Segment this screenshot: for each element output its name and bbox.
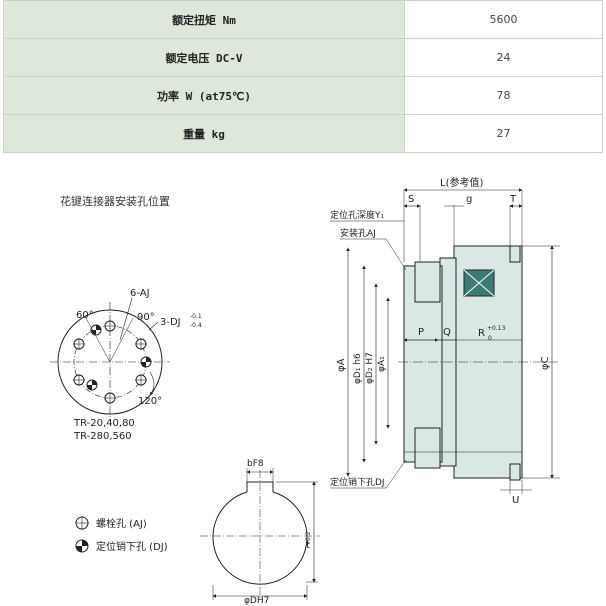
bolt-hole-icon: [135, 374, 147, 386]
brake-section-view: L(参考值) S g T 定位孔深度Y₁ 安装孔AJ P Q R +0.13 0…: [330, 176, 560, 506]
shaft-outline: [212, 481, 308, 585]
label-6aj: 6-AJ: [130, 288, 150, 299]
pin-hole-icon: [90, 324, 102, 336]
table-row: 额定扭矩 Nm 5600: [3, 0, 603, 39]
spec-label-torque: 额定扭矩 Nm: [3, 0, 405, 39]
spec-label-weight: 重量 kg: [3, 114, 405, 153]
spec-value-voltage: 24: [404, 38, 603, 77]
table-row: 额定电压 DC-V 24: [3, 38, 603, 77]
dim-phi-D2: φD₂ H7: [365, 352, 375, 384]
shaft-keyway-diagram: bF8 t +0.2 φDH7: [200, 459, 320, 606]
dim-bf8: bF8: [247, 459, 264, 469]
dim-phi-A: φA: [336, 358, 347, 372]
dim-Q: Q: [443, 327, 451, 338]
spec-value-weight: 27: [404, 114, 603, 153]
dim-g: g: [466, 194, 472, 205]
dim-U: U: [512, 495, 519, 506]
pin-hole-icon: [86, 379, 98, 391]
dim-pin-hole: 定位销下孔DJ: [330, 476, 385, 488]
dim-t: t: [306, 540, 310, 551]
label-3dj: 3-DJ: [160, 317, 181, 328]
dim-L: L(参考值): [440, 176, 483, 189]
spline-hole-title: 花键连接器安装孔位置: [60, 195, 170, 208]
hub-lower: [414, 427, 441, 469]
technical-drawing: 6-AJ 3-DJ -0.1 -0.4 60° 90° 120° TR-20,4…: [50, 176, 560, 606]
hub: [414, 261, 441, 303]
dim-P: P: [418, 327, 424, 338]
legend: 螺栓孔 (AJ) 定位销下孔 (DJ): [75, 516, 168, 553]
bolt-hole-icon: [73, 374, 85, 386]
dim-mount-hole: 安装孔AJ: [340, 227, 376, 239]
models-line-2: TR-280,560: [73, 431, 132, 442]
legend-bolt: 螺栓孔 (AJ): [96, 517, 147, 530]
dim-phi-C: φC: [540, 356, 551, 370]
spec-label-voltage: 额定电压 DC-V: [3, 38, 405, 77]
bolt-hole-icon: [104, 392, 116, 404]
dim-R-sub: 0: [488, 335, 492, 342]
spec-value-torque: 5600: [404, 0, 603, 39]
end-cap-top: [509, 245, 521, 263]
spec-value-power: 78: [404, 76, 603, 115]
table-row: 重量 kg 27: [3, 114, 603, 153]
models-line-1: TR-20,40,80: [73, 418, 135, 429]
angle-60: 60°: [76, 310, 94, 321]
dim-R-tol: +0.13: [487, 325, 506, 332]
bolt-hole-icon: [73, 338, 85, 350]
spec-label-power: 功率 W (at75℃): [3, 76, 405, 115]
bolt-hole-icon: [135, 338, 147, 350]
spec-table: 额定扭矩 Nm 5600 额定电压 DC-V 24 功率 W (at75℃) 7…: [3, 0, 603, 153]
angle-120: 120°: [138, 396, 162, 407]
dim-R: R: [478, 328, 485, 339]
dim-phi-A1: φA₁: [377, 356, 387, 372]
dim-locating-depth: 定位孔深度Y₁: [330, 209, 384, 221]
pin-hole-icon: [140, 356, 152, 368]
dim-S: S: [408, 194, 414, 205]
label-3dj-tol-lower: -0.4: [190, 322, 202, 329]
legend-pin: 定位销下孔 (DJ): [96, 540, 168, 553]
bolt-hole-icon: [104, 320, 116, 332]
pin-hole-icon: [75, 539, 89, 553]
table-row: 功率 W (at75℃) 78: [3, 76, 603, 115]
bolt-circle-diagram: 6-AJ 3-DJ -0.1 -0.4 60° 90° 120° TR-20,4…: [50, 288, 202, 442]
dim-t-tol: +0.2: [305, 531, 312, 546]
label-3dj-tol-upper: -0.1: [190, 313, 202, 320]
end-cap-bottom: [509, 463, 521, 481]
dim-phi-D1: φD₁ h6: [353, 353, 363, 384]
dim-phi-dh7: φDH7: [244, 596, 269, 606]
angle-90: 90°: [137, 312, 155, 323]
bolt-hole-icon: [75, 516, 89, 530]
dim-T: T: [509, 194, 517, 205]
